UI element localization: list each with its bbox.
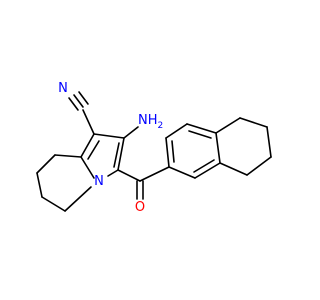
- bond-ar3-ar4-inner: [188, 130, 212, 139]
- ring-nitrogen-label: N: [94, 174, 104, 189]
- amino-label: NH2: [138, 113, 163, 131]
- pyrrole-ring: [80, 133, 125, 179]
- bond-ar5-ar6: [194, 162, 221, 179]
- bond-c8a-c8: [54, 154, 82, 158]
- bond-c6-c5: [41, 196, 66, 212]
- bond-ch3-ch4: [246, 156, 272, 176]
- bond-cn-triple-b: [68, 97, 79, 111]
- bond-c1-c2: [93, 133, 125, 139]
- bond-ar4-ar5: [215, 132, 221, 164]
- bond-ar6-ar1: [168, 166, 196, 179]
- bond-c2-c3: [117, 137, 125, 171]
- bond-ch1-ch2: [239, 117, 268, 128]
- nitrile-nitrogen-label: N: [58, 81, 68, 96]
- bond-ar4-ch1: [215, 117, 241, 134]
- bond-ar1-ar2-inner: [171, 140, 175, 163]
- amino-nh-text: NH: [138, 113, 158, 128]
- carbonyl-group: [117, 166, 170, 200]
- bond-c7-c6: [36, 172, 43, 198]
- bond-ar2-ar3: [165, 123, 188, 139]
- nitrile-group: [68, 91, 95, 135]
- cyclohexane-ring: [215, 117, 272, 176]
- bond-c1-c8a-double: [80, 133, 95, 158]
- molecule-canvas: N NH2 N O: [36, 81, 272, 215]
- bond-carbonyl-aryl: [139, 166, 170, 182]
- bond-ar5-ar6-inner: [193, 159, 215, 173]
- amino-subscript: 2: [158, 121, 164, 131]
- bond-c2-amino: [123, 126, 139, 139]
- bond-c3-carbonyl: [117, 169, 141, 182]
- bond-n4-c8a: [80, 156, 95, 179]
- bond-ar3-ar4: [186, 123, 217, 134]
- bond-c1-cn: [82, 109, 95, 135]
- bond-ch4-ar5: [219, 162, 248, 176]
- bond-c1-c8a-inner: [87, 140, 100, 160]
- bond-c8-c7: [36, 154, 56, 174]
- bond-c2-c3-inner: [113, 142, 120, 168]
- benzene-ring: [165, 123, 221, 179]
- bond-c5-n4: [64, 186, 92, 212]
- bond-cn-triple-c: [78, 91, 89, 105]
- bond-ch2-ch3: [266, 126, 272, 158]
- molecule-structure: N NH2 N O: [36, 81, 272, 215]
- bond-ar1-ar2: [165, 137, 170, 168]
- bond-cn-triple-a: [73, 94, 84, 108]
- tetrahydro-ring: [36, 154, 92, 212]
- bond-c3-n4: [107, 169, 119, 177]
- carbonyl-oxygen-label: O: [135, 200, 145, 215]
